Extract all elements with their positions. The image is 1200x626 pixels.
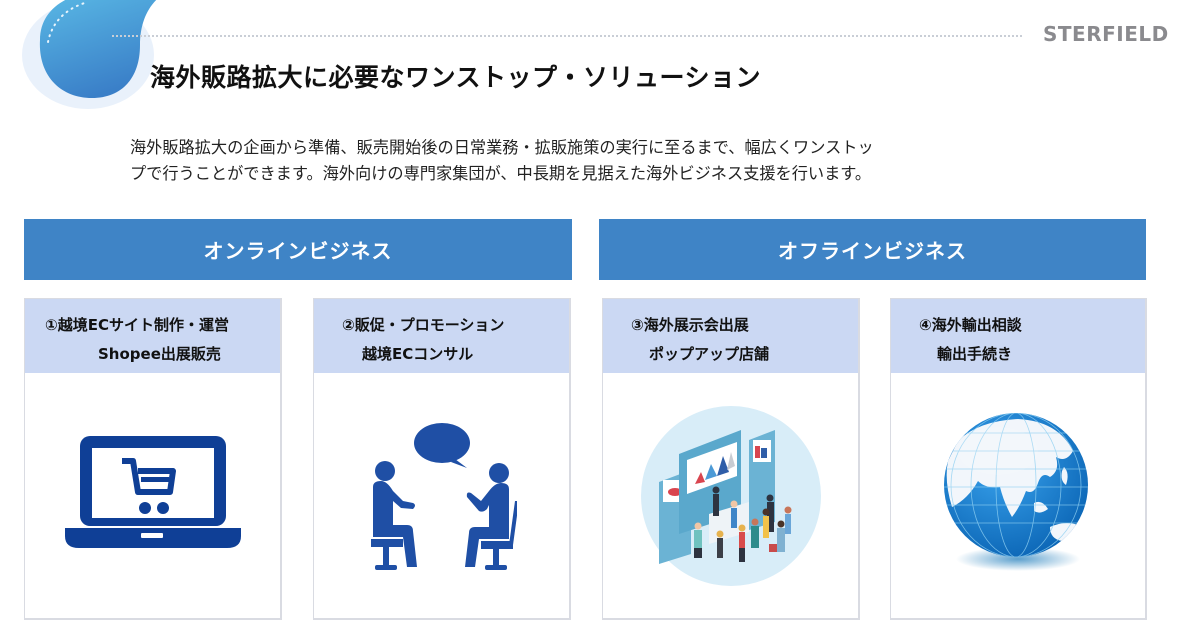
exhibition-illustration [640,406,821,586]
section-header-offline: オフラインビジネス [599,219,1146,280]
page-title: 海外販路拡大に必要なワンストップ・ソリューション [150,63,762,92]
card-header: ②販促・プロモーション 越境ECコンサル [314,299,569,373]
card-subtitle: 輸出手続き [937,345,1013,363]
card-title: ①越境ECサイト制作・運営 [45,316,229,334]
intro-text: 海外販路拡大の企画から準備、販売開始後の日常業務・拡販施策の実行に至るまで、幅広… [130,135,1070,187]
card-subtitle: Shopee出展販売 [98,345,221,363]
service-card-exhibition: ③海外展示会出展 ポップアップ店舗 [602,298,860,620]
card-title: ③海外展示会出展 [631,316,749,334]
card-subtitle: ポップアップ店舗 [649,345,770,363]
decorative-blob [22,0,157,109]
intro-line-2: プで行うことができます。海外向けの専門家集団が、中長期を見据えた海外ビジネス支援… [130,164,872,183]
globe-icon [944,413,1088,571]
card-subtitle: 越境ECコンサル [362,345,474,363]
section-header-online: オンラインビジネス [24,219,572,280]
service-card-ec-site: ①越境ECサイト制作・運営 Shopee出展販売 [24,298,282,620]
card-title: ④海外輸出相談 [919,316,1022,334]
service-card-export: ④海外輸出相談 輸出手続き [890,298,1147,620]
laptop-cart-icon [64,436,241,548]
card-header: ①越境ECサイト制作・運営 Shopee出展販売 [25,299,280,373]
intro-line-1: 海外販路拡大の企画から準備、販売開始後の日常業務・拡販施策の実行に至るまで、幅広… [130,138,874,157]
consultation-icon [370,423,517,570]
card-header: ③海外展示会出展 ポップアップ店舗 [603,299,858,373]
company-logo: STERFIELD [1043,22,1169,46]
header-divider [112,35,1022,37]
service-card-promotion: ②販促・プロモーション 越境ECコンサル [313,298,571,620]
card-title: ②販促・プロモーション [342,316,505,334]
card-header: ④海外輸出相談 輸出手続き [891,299,1145,373]
